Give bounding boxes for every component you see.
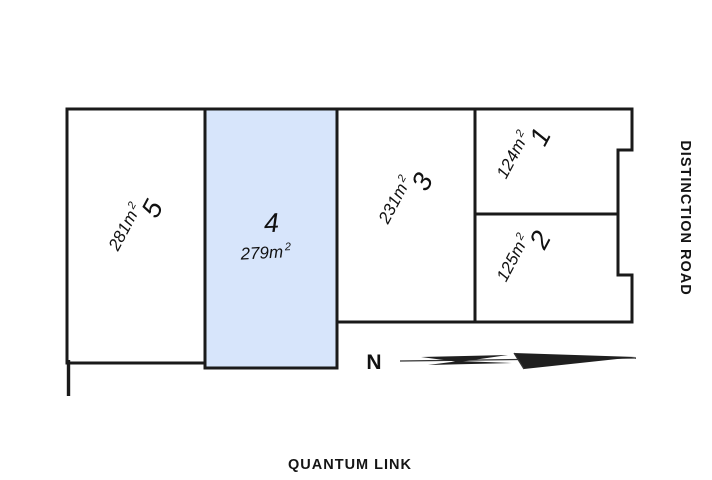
lot-4-area: 279m xyxy=(239,242,283,263)
street-label-quantum-link: QUANTUM LINK xyxy=(288,457,412,473)
lot-1-group[interactable]: 1 124m 2 xyxy=(473,107,634,216)
lot-2-group[interactable]: 2 125m 2 xyxy=(473,212,634,324)
lot-2-boundary[interactable] xyxy=(473,212,634,324)
street-label-distinction-road: DISTINCTION ROAD xyxy=(677,140,693,295)
lot-5-area-exponent: 2 xyxy=(125,200,139,212)
lot-4-label: 4 279m 2 xyxy=(239,208,292,264)
lot-4-number: 4 xyxy=(263,208,280,239)
lot-3-group[interactable]: 3 231m 2 xyxy=(335,107,477,324)
lot-4-boundary[interactable] xyxy=(203,107,339,370)
lot-1-area-exponent: 2 xyxy=(513,128,527,140)
lot-3-area-exponent: 2 xyxy=(395,173,409,185)
lot-4-group[interactable]: 4 279m 2 xyxy=(203,107,339,370)
lot-5-boundary[interactable] xyxy=(65,107,207,365)
lot-3-boundary[interactable] xyxy=(335,107,477,324)
lot-5-group[interactable]: 5 281m 2 xyxy=(65,107,207,365)
lot-2-area-exponent: 2 xyxy=(513,231,527,243)
north-arrow-icon xyxy=(399,352,637,370)
north-label: N xyxy=(366,351,381,374)
lot-4-area-exponent: 2 xyxy=(284,241,292,253)
